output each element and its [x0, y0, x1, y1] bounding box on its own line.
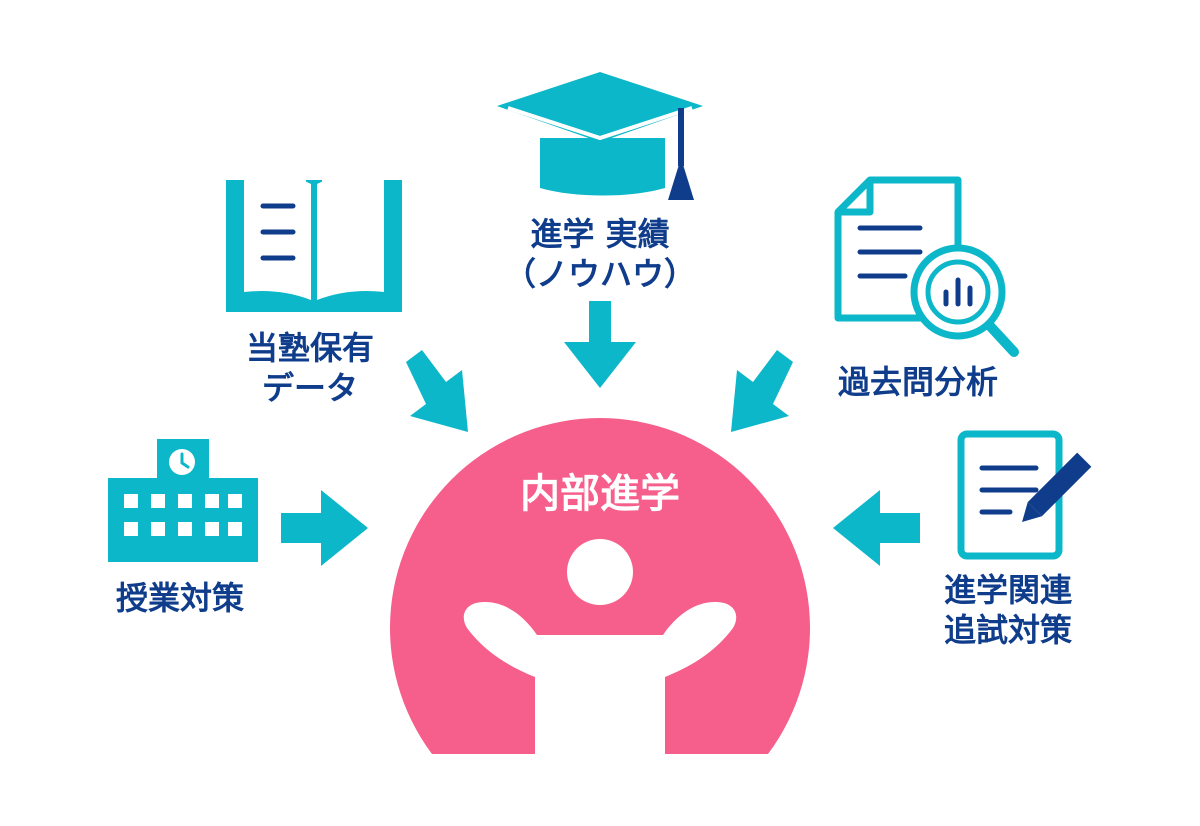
document-magnifier-icon [834, 176, 1019, 357]
center-title: 内部進学 [520, 471, 680, 517]
person-arms-raised-icon [463, 539, 737, 754]
document-pen-icon [957, 430, 1092, 560]
arrow-down [564, 301, 636, 388]
label-achievements: 進学 実績 （ノウハウ） [503, 215, 696, 293]
graduation-cap-icon [497, 72, 703, 200]
label-past-exam-analysis: 過去問分析 [837, 363, 998, 401]
arrow-upper-right [731, 350, 793, 432]
label-school-data: 当塾保有 データ [245, 329, 374, 407]
arrow-upper-left [406, 350, 468, 432]
arrow-left-side [281, 490, 368, 566]
label-class-prep: 授業対策 [115, 579, 244, 617]
arrow-right-side [833, 490, 920, 566]
open-book-icon [226, 170, 402, 312]
school-building-icon [108, 439, 258, 562]
label-promotion-retest: 進学関連 追試対策 [943, 571, 1072, 649]
